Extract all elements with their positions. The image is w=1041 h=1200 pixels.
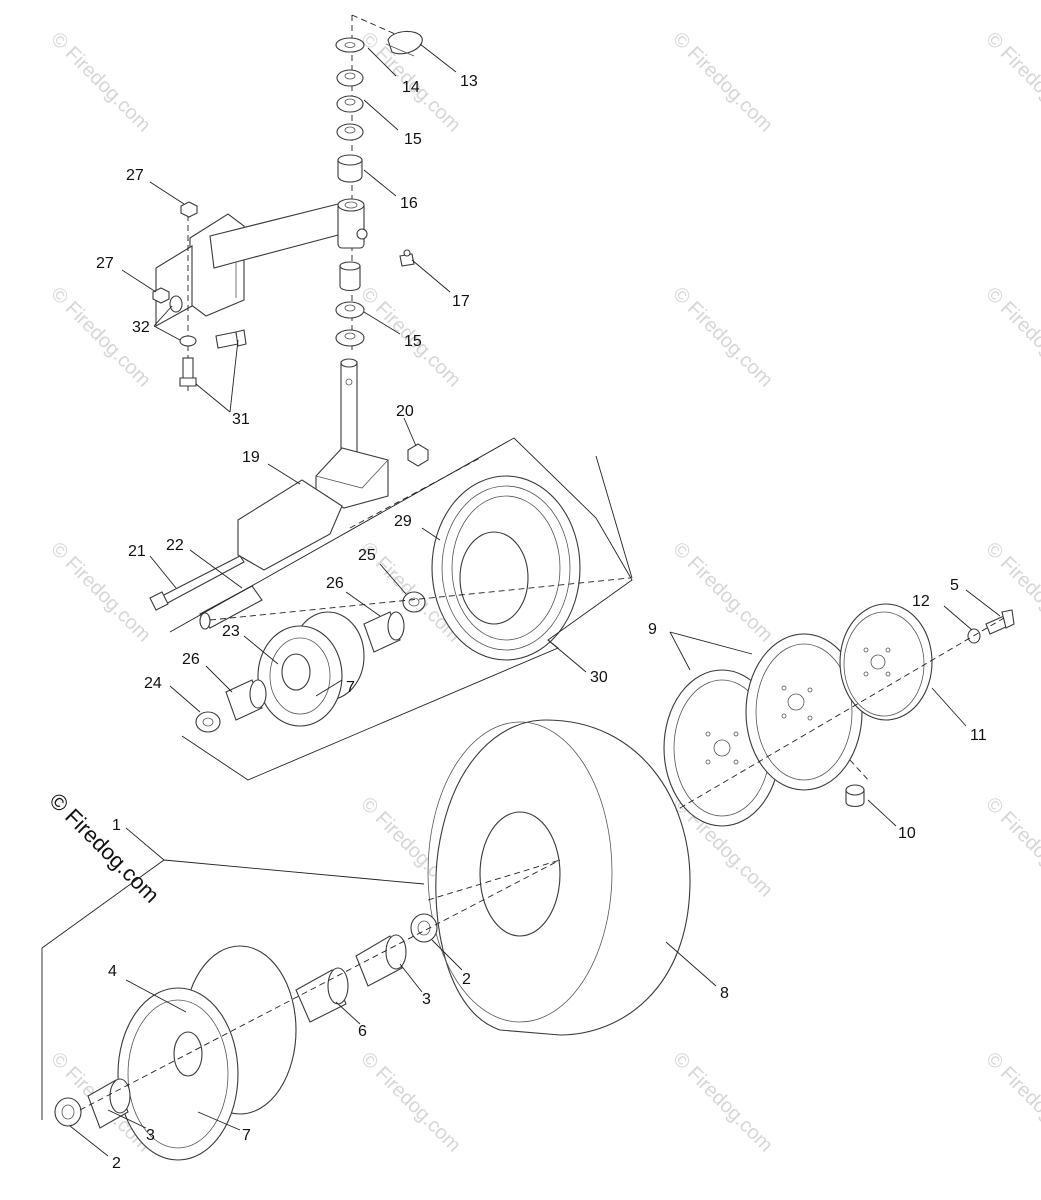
- part-13-clip-icon: [385, 30, 423, 57]
- front-assembly-outline: [169, 437, 633, 781]
- callout-12: 12: [912, 593, 930, 610]
- callout-6: 6: [358, 1023, 367, 1040]
- callout-3: 3: [146, 1127, 155, 1144]
- watermark: © Firedog.com: [668, 538, 777, 647]
- part-26-bearing-icon: [363, 611, 405, 653]
- part-31-bolt-icon: [215, 329, 247, 349]
- part-20-nut-icon: [407, 443, 429, 467]
- watermark: © Firedog.com: [981, 793, 1041, 902]
- callout-20: 20: [396, 403, 414, 420]
- part-29-front-tire-icon: [431, 475, 581, 661]
- part-16-bushing-icon: [337, 154, 363, 183]
- callout-2: 2: [112, 1155, 121, 1172]
- part-11-hub-plate-icon: [839, 603, 933, 721]
- callout-26: 26: [326, 575, 344, 592]
- leader-lines: [69, 43, 1001, 1157]
- part-8-rear-tire-icon: [427, 719, 691, 1036]
- rear-assembly-outline: [41, 859, 425, 1120]
- part-26-bearing-icon: [225, 679, 267, 721]
- callout-5: 5: [950, 577, 959, 594]
- callout-1: 1: [112, 817, 121, 834]
- callout-10: 10: [898, 825, 916, 842]
- callout-2: 2: [462, 971, 471, 988]
- watermark: © Firedog.com: [356, 1048, 465, 1157]
- callout-9: 9: [648, 621, 657, 638]
- part-25-seal-icon: [402, 591, 426, 613]
- callout-14: 14: [402, 79, 420, 96]
- part-10-spacer-icon: [845, 784, 865, 808]
- part-19-caster-fork-icon: [237, 358, 389, 571]
- watermark: © Firedog.com: [981, 283, 1041, 392]
- callout-30: 30: [590, 669, 608, 686]
- watermark: © Firedog.com: [668, 28, 777, 137]
- part-32-washer-icon: [169, 295, 183, 313]
- part-27-nut-icon: [152, 287, 170, 304]
- part-9-rear-rim-icon: [745, 633, 863, 791]
- part-2-seal-icon: [54, 1097, 82, 1127]
- callout-15: 15: [404, 333, 422, 350]
- part-22-spacer-tube-icon: [199, 585, 263, 630]
- part-27-nut-icon: [180, 201, 198, 218]
- callout-3: 3: [422, 991, 431, 1008]
- part-17-grease-fitting-icon: [399, 249, 415, 267]
- watermark: © Firedog.com: [981, 28, 1041, 137]
- callout-19: 19: [242, 449, 260, 466]
- watermark-prominent: © Firedog.com: [44, 788, 164, 908]
- callout-11: 11: [970, 727, 987, 744]
- callout-labels: 13 14 15 16 17 15 27 27 32 31 20 19 29 2…: [96, 73, 987, 1172]
- callout-15: 15: [404, 131, 422, 148]
- spindle-stack: [335, 14, 423, 350]
- part-23-front-rim-icon: [257, 611, 365, 727]
- callout-25: 25: [358, 547, 376, 564]
- callout-17: 17: [452, 293, 470, 310]
- part-32-washer-icon: [179, 335, 197, 347]
- callout-22: 22: [166, 537, 184, 554]
- callout-23: 23: [222, 623, 240, 640]
- callout-27: 27: [126, 167, 144, 184]
- part-2-seal-icon: [410, 913, 438, 943]
- part-31-bolt-icon: [179, 357, 197, 387]
- callout-7: 7: [346, 679, 355, 696]
- callout-32: 32: [132, 319, 150, 336]
- callout-27: 27: [96, 255, 114, 272]
- callout-13: 13: [460, 73, 478, 90]
- part-4-rear-rim-icon: [117, 945, 297, 1161]
- callout-29: 29: [394, 513, 412, 530]
- part-24-seal-icon: [195, 711, 221, 733]
- watermark: © Firedog.com: [46, 283, 155, 392]
- callout-24: 24: [144, 675, 162, 692]
- callout-31: 31: [232, 411, 250, 428]
- part-21-axle-bolt-icon: [149, 555, 245, 611]
- watermark: © Firedog.com: [46, 28, 155, 137]
- callout-7: 7: [242, 1127, 251, 1144]
- callout-16: 16: [400, 195, 418, 212]
- part-5-bolt-icon: [985, 609, 1015, 635]
- watermark: © Firedog.com: [981, 1048, 1041, 1157]
- part-6-bearing-icon: [295, 967, 349, 1023]
- callout-8: 8: [720, 985, 729, 1002]
- watermark: © Firedog.com: [668, 283, 777, 392]
- callout-4: 4: [108, 963, 117, 980]
- callout-21: 21: [128, 543, 146, 560]
- caster-arm-bracket: [155, 198, 368, 395]
- part-14-washer-icon: [335, 37, 365, 53]
- watermark: © Firedog.com: [668, 1048, 777, 1157]
- part-3-bearing-icon: [355, 934, 407, 987]
- part-15-spacer-icon: [336, 69, 364, 141]
- part-3-bearing-icon: [87, 1078, 131, 1129]
- callout-26: 26: [182, 651, 200, 668]
